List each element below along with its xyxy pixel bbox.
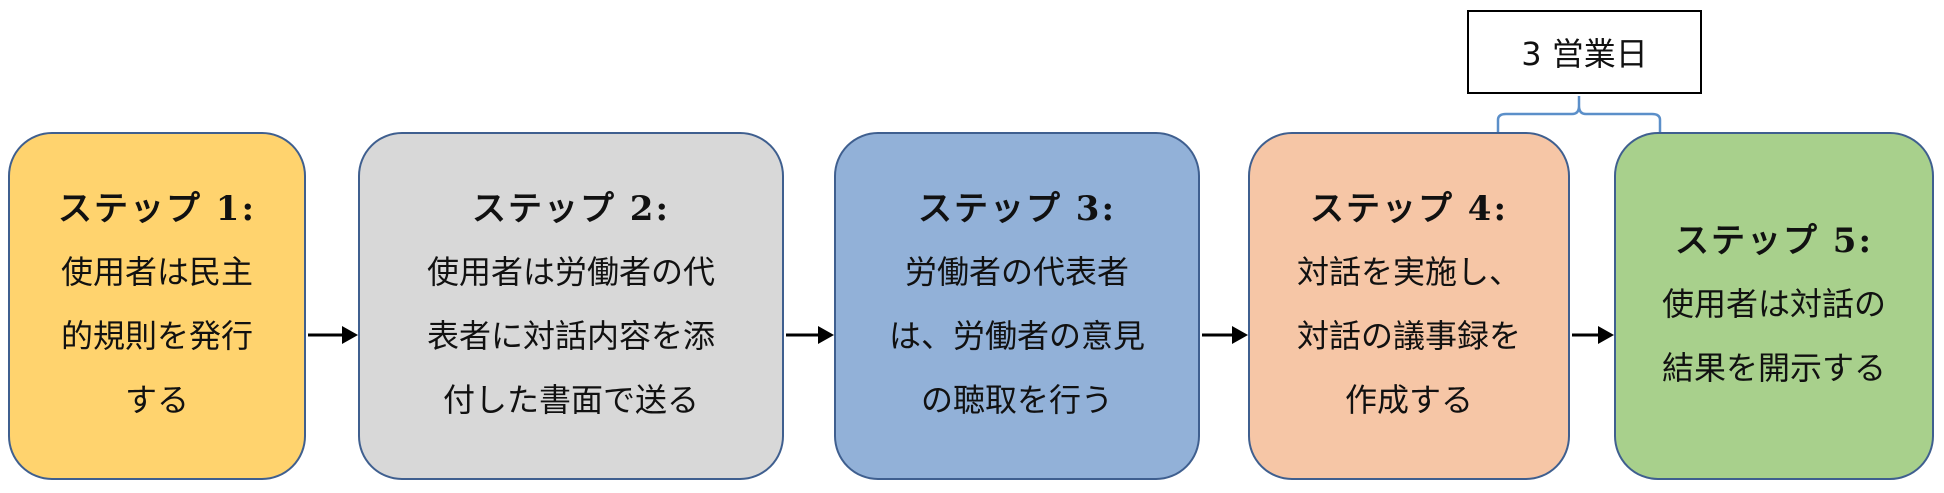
step-5-line-1: 使用者は対話の (1661, 284, 1886, 323)
business-days-label: 3 営業日 (1467, 10, 1702, 94)
step-1-line-3: する (124, 380, 189, 419)
step-4-line-3: 作成する (1344, 380, 1473, 419)
step-2-title: ステップ 2: (471, 188, 671, 229)
step-1-box: ステップ 1: 使用者は民主 的規則を発行 する (8, 132, 306, 480)
step-2-line-3: 付した書面で送る (442, 380, 699, 419)
step-1-line-2: 的規則を発行 (60, 316, 253, 355)
step-5-line-2: 結果を開示する (1661, 348, 1886, 387)
step-4-box: ステップ 4: 対話を実施し、 対話の議事録を 作成する (1248, 132, 1570, 480)
arrow-3-to-4 (1202, 326, 1248, 344)
step-4-line-2: 対話の議事録を (1296, 316, 1521, 355)
arrow-1-to-2 (308, 326, 358, 344)
step-2-box: ステップ 2: 使用者は労働者の代 表者に対話内容を添 付した書面で送る (358, 132, 784, 480)
step-4-line-1: 対話を実施し、 (1296, 252, 1521, 291)
arrow-4-to-5 (1572, 326, 1614, 344)
step-3-line-3: の聴取を行う (920, 380, 1113, 419)
step-1-line-1: 使用者は民主 (60, 252, 253, 291)
step-5-title: ステップ 5: (1674, 220, 1874, 261)
step-1-title: ステップ 1: (57, 188, 257, 229)
step-3-line-1: 労働者の代表者 (904, 252, 1129, 291)
arrow-2-to-3 (786, 326, 834, 344)
step-2-line-1: 使用者は労働者の代 (426, 252, 715, 291)
step-5-box: ステップ 5: 使用者は対話の 結果を開示する (1614, 132, 1934, 480)
step-3-box: ステップ 3: 労働者の代表者 は、労働者の意見 の聴取を行う (834, 132, 1200, 480)
step-2-line-2: 表者に対話内容を添 (426, 316, 715, 355)
brace-connector (1496, 96, 1662, 132)
step-4-title: ステップ 4: (1309, 188, 1509, 229)
step-3-title: ステップ 3: (917, 188, 1117, 229)
step-3-line-2: は、労働者の意見 (888, 316, 1145, 355)
